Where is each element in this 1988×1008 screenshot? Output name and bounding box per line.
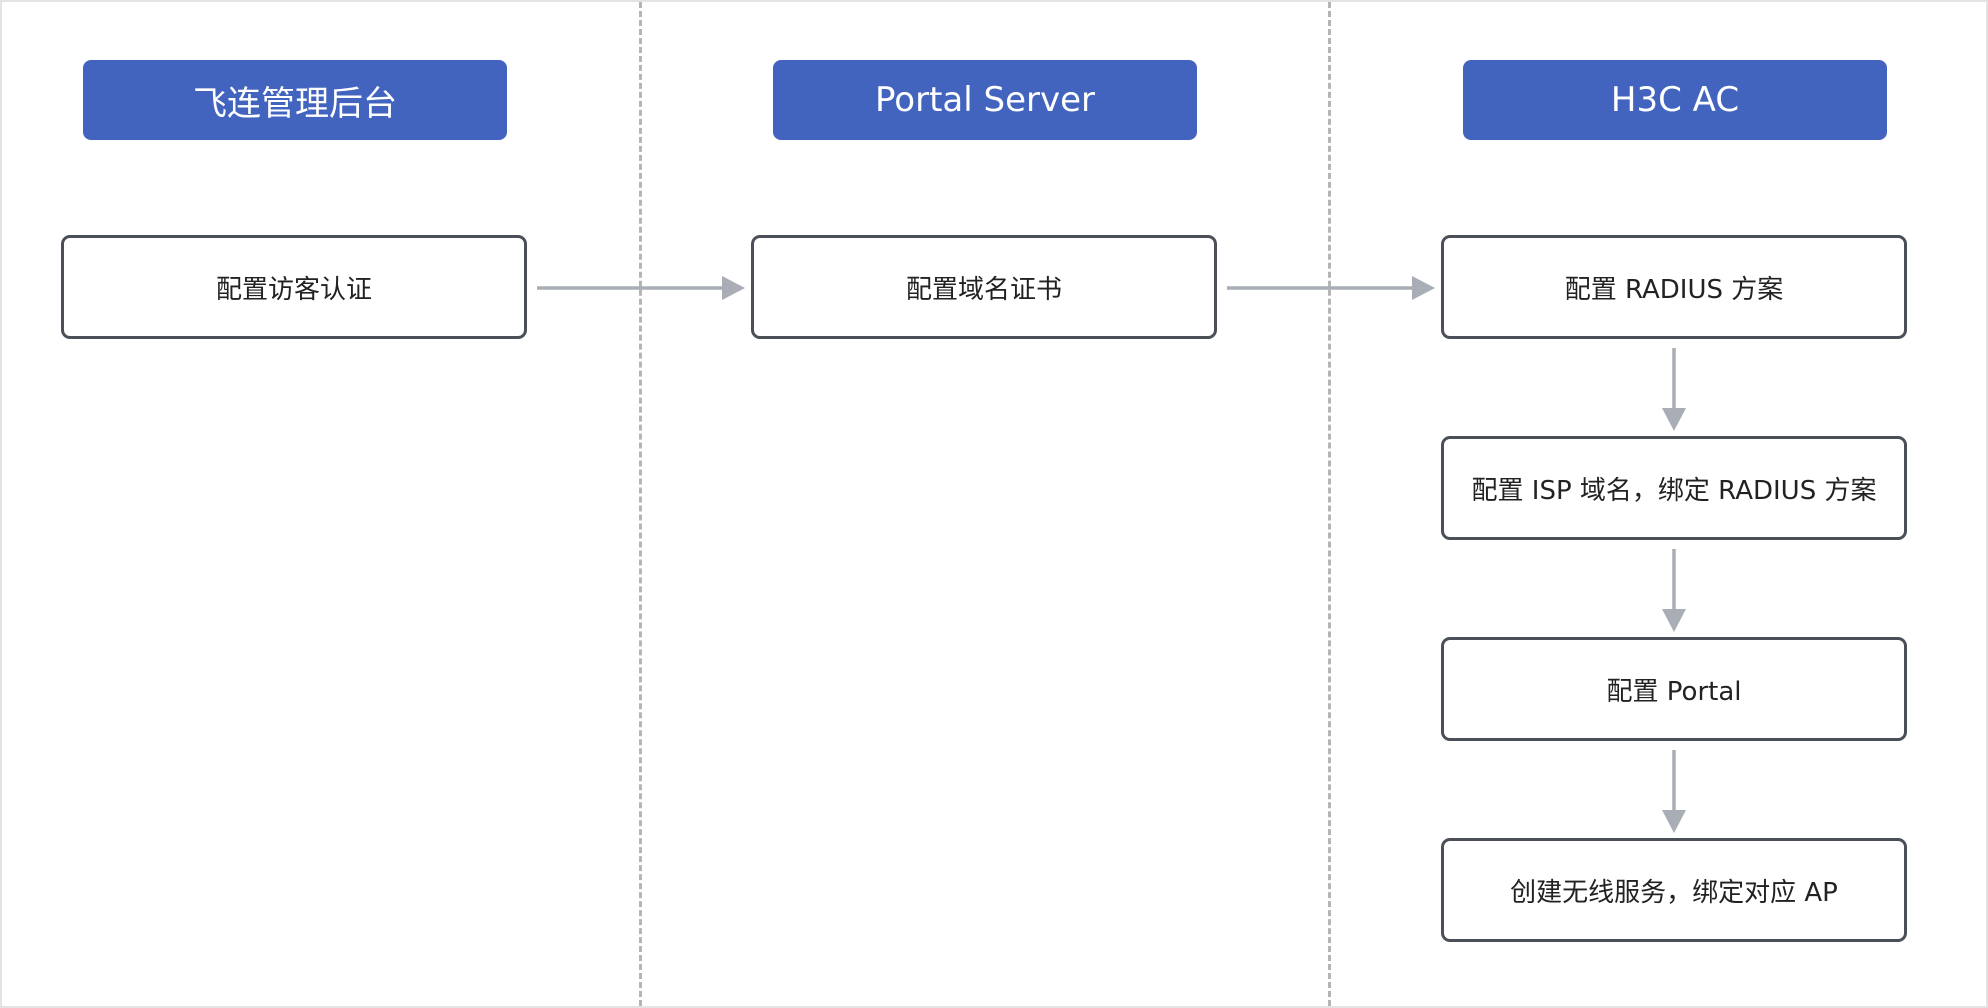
lane-header-h3c-ac: H3C AC (1463, 60, 1887, 140)
step-configure-isp-domain: 配置 ISP 域名，绑定 RADIUS 方案 (1441, 436, 1907, 540)
arrowhead-down-2 (1662, 609, 1686, 632)
step-configure-portal: 配置 Portal (1441, 637, 1907, 741)
arrowhead-right-2 (1412, 276, 1435, 300)
lane-header-portal-server: Portal Server (773, 60, 1197, 140)
step-create-wireless-service: 创建无线服务，绑定对应 AP (1441, 838, 1907, 942)
lane-header-feilian-admin: 飞连管理后台 (83, 60, 507, 140)
arrowhead-right-1 (722, 276, 745, 300)
lane-divider-1 (639, 2, 642, 1006)
step-configure-domain-cert: 配置域名证书 (751, 235, 1217, 339)
lane-divider-2 (1328, 2, 1331, 1006)
step-configure-radius-scheme: 配置 RADIUS 方案 (1441, 235, 1907, 339)
step-configure-guest-auth: 配置访客认证 (61, 235, 527, 339)
arrowhead-down-3 (1662, 810, 1686, 833)
arrowhead-down-1 (1662, 408, 1686, 431)
